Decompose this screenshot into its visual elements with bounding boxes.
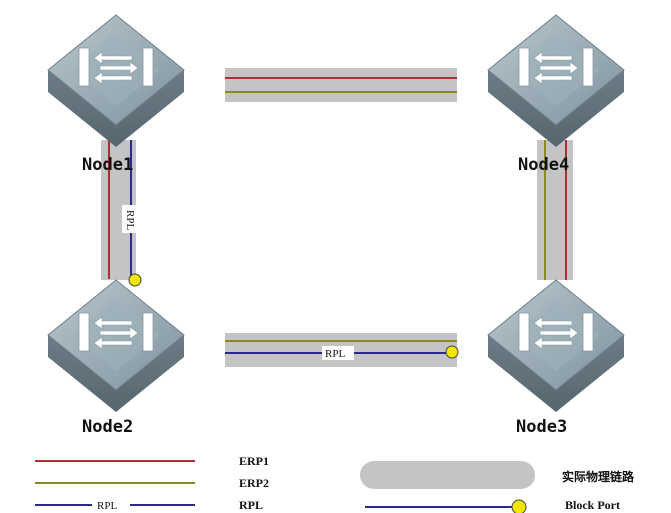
rpl-label-left: RPL [124, 210, 136, 230]
switch-node3-icon [487, 279, 625, 413]
rpl-label-bottom: RPL [325, 348, 345, 360]
legend-rpl-line-text: RPL [97, 500, 117, 512]
block-port-node3 [445, 345, 459, 359]
legend-rpl-label: RPL [239, 498, 263, 512]
legend-block-port-label: Block Port [565, 498, 620, 512]
legend: ERP1 ERP2 RPL RPL 实际物理链路 Block Port [35, 454, 635, 513]
legend-block-port-swatch [511, 499, 527, 513]
legend-physical-link-label: 实际物理链路 [562, 469, 635, 484]
node4-label: Node4 [518, 155, 569, 175]
legend-erp2-label: ERP2 [239, 476, 269, 490]
switch-node1-icon [47, 14, 185, 148]
legend-physical-link-swatch [360, 461, 535, 489]
node3-label: Node3 [516, 417, 567, 437]
legend-erp1-label: ERP1 [239, 454, 269, 468]
node1-label: Node1 [82, 155, 133, 175]
node2-label: Node2 [82, 417, 133, 437]
link-node1-node4-band [225, 68, 457, 102]
block-port-node2 [128, 273, 142, 287]
switch-node2-icon [47, 279, 185, 413]
physical-links [101, 68, 573, 367]
ring-lines [108, 77, 567, 354]
switch-node4-icon [487, 14, 625, 148]
